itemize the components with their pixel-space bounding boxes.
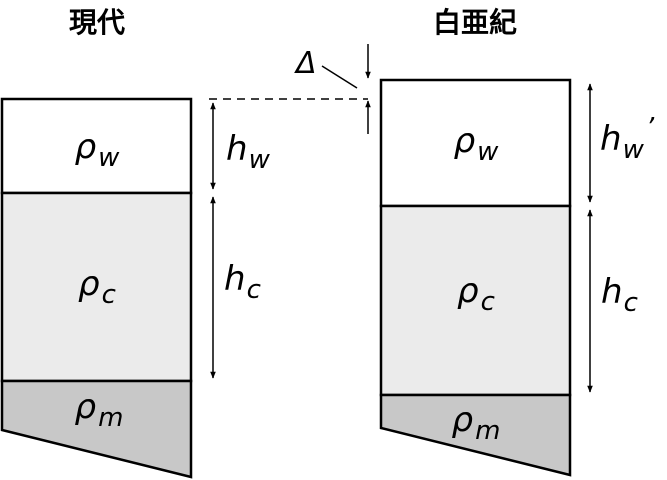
cretaceous-hw-prime-label: hw’ [600,113,655,165]
cretaceous-crust-layer [379,204,572,397]
cretaceous-title: 白亜紀 [433,6,517,39]
cretaceous-rho-m-label: ρm [452,400,501,446]
cretaceous-water-layer [379,78,572,208]
present-hw-label: hw [226,129,271,175]
cretaceous-rho-w-label: ρw [454,121,500,167]
delta-label: Δ [294,46,317,81]
present-hc-label: hc [224,259,261,305]
present-title: 現代 [69,6,125,39]
present-crust-layer [0,191,193,383]
present-rho-w-label: ρw [75,127,121,173]
present-mantle-layer [0,379,193,479]
cretaceous-hc-label: hc [601,272,638,318]
present-rho-c-label: ρc [78,264,116,310]
cretaceous-mantle-layer [379,393,572,477]
present-water-layer [0,97,193,195]
present-column [0,97,193,479]
cretaceous-rho-c-label: ρc [457,271,495,317]
cretaceous-column [379,78,572,477]
present-rho-m-label: ρm [75,387,124,433]
delta-leader-line [321,65,358,89]
